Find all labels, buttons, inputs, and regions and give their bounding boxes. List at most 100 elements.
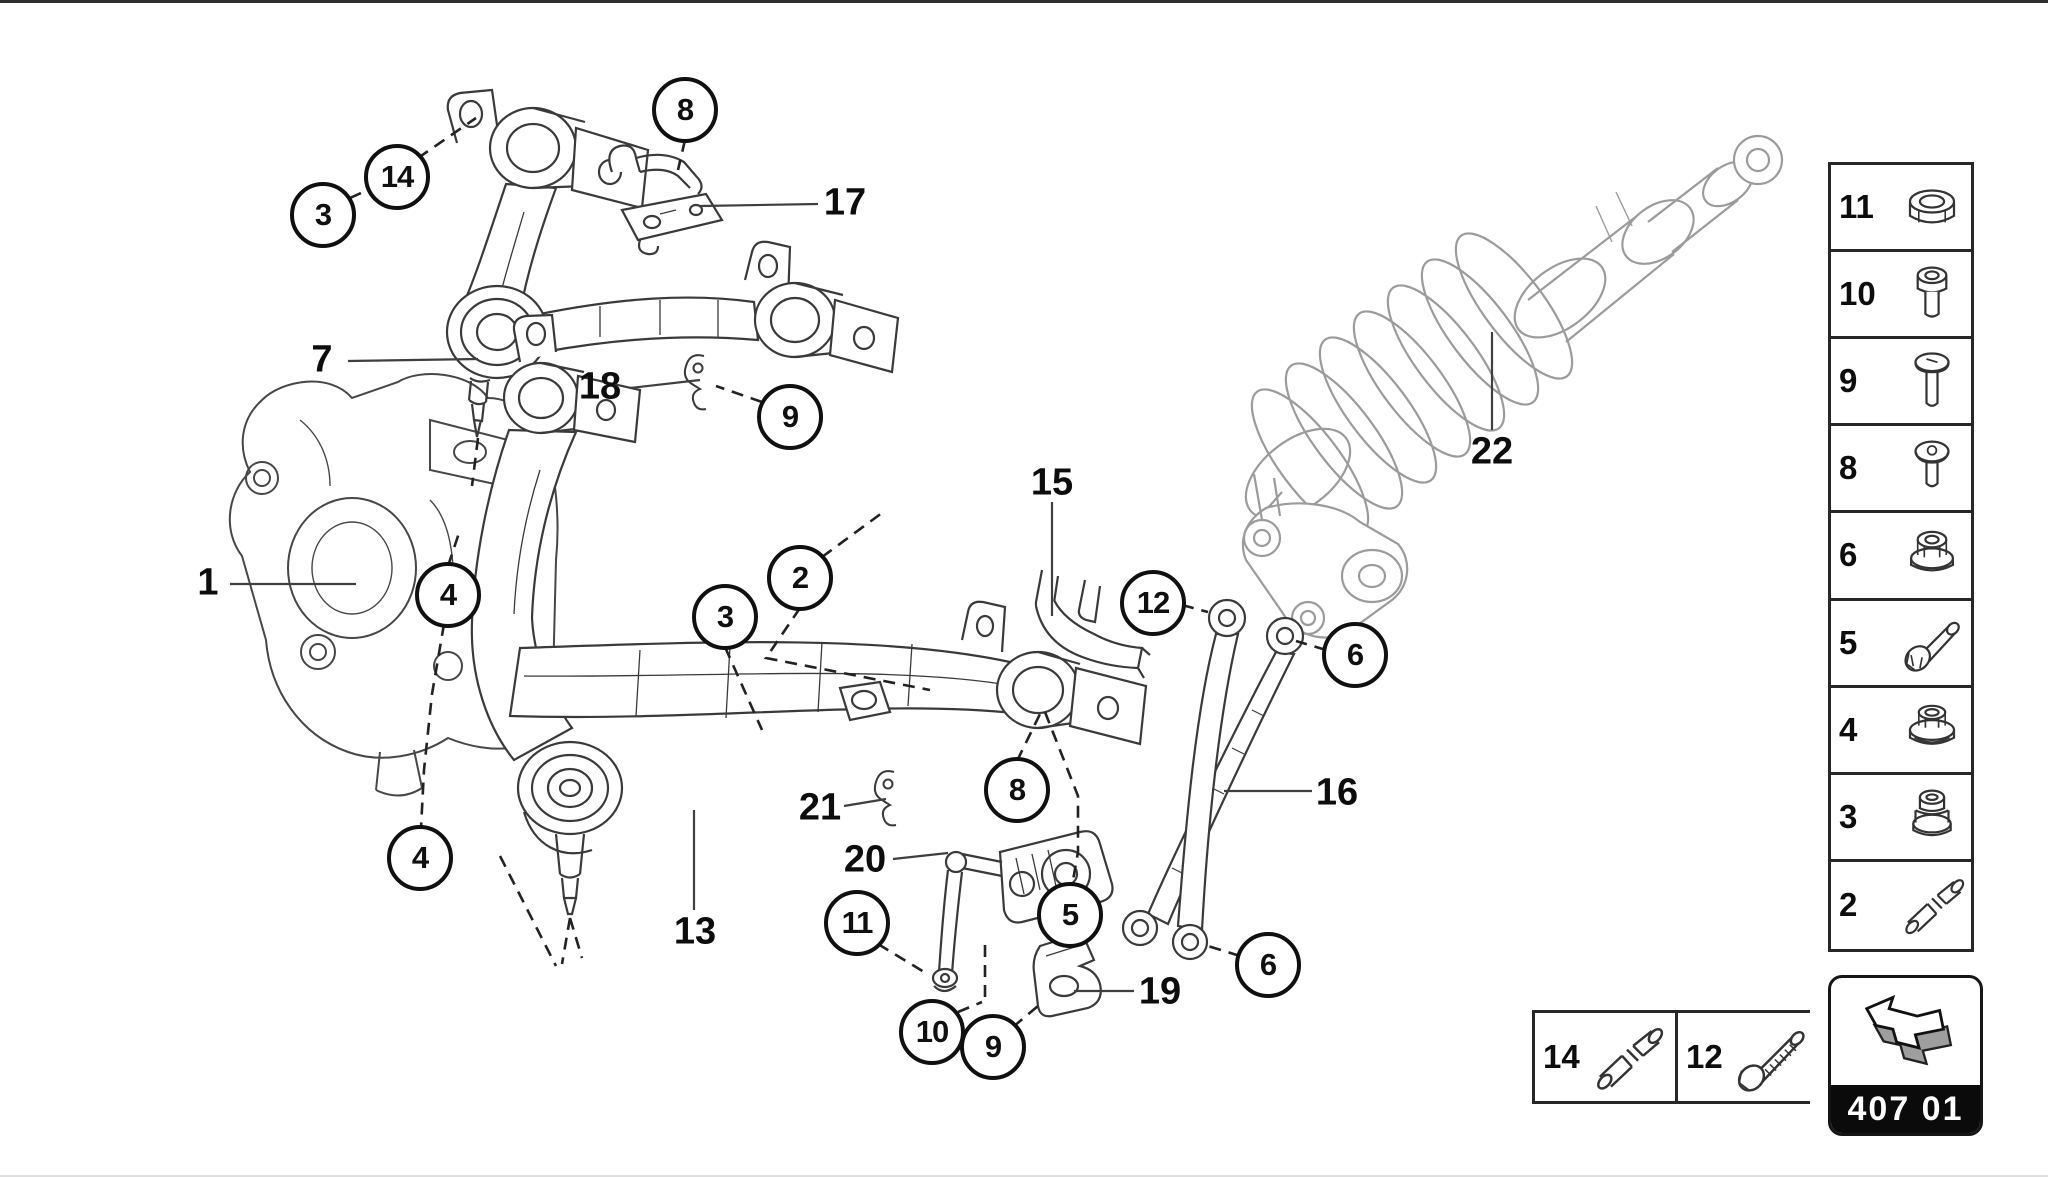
hex-bolt-icon <box>1899 607 1965 679</box>
hardware-part-number: 8 <box>1839 449 1858 487</box>
dashed-connector-lines <box>349 116 1327 1028</box>
hardware-legend-cell[interactable]: 4 <box>1831 687 1971 775</box>
part-number-label[interactable]: 15 <box>1031 462 1073 505</box>
part-number-text: 13 <box>673 910 717 953</box>
part-callout[interactable]: 9 <box>960 1014 1026 1080</box>
part-number-text: 16 <box>1315 771 1359 814</box>
part-number-text: 19 <box>1138 970 1182 1013</box>
button-screw-icon <box>1899 432 1965 504</box>
locknut-tall-icon <box>1899 781 1965 853</box>
hardware-part-number: 2 <box>1839 886 1858 924</box>
hardware-legend-cell[interactable]: 5 <box>1831 600 1971 688</box>
part-number-label[interactable]: 17 <box>824 182 866 225</box>
retainer-clip-21-drawing <box>873 770 897 827</box>
hardware-part-number: 3 <box>1839 797 1858 835</box>
hardware-part-number: 4 <box>1839 710 1858 748</box>
section-badge-arrow-area <box>1831 978 1980 1085</box>
lower-control-arm-drawing <box>470 313 1148 916</box>
part-callout[interactable]: 10 <box>899 999 965 1065</box>
part-callout[interactable]: 4 <box>387 825 453 891</box>
hardware-legend-cell[interactable]: 11 <box>1831 165 1971 253</box>
pan-screw-icon <box>1899 345 1965 417</box>
part-number-label[interactable]: 7 <box>311 339 332 382</box>
part-callout[interactable]: 3 <box>290 182 356 248</box>
locknut-icon <box>1899 171 1965 243</box>
part-callout[interactable]: 6 <box>1235 932 1301 998</box>
stud-icon <box>1585 1020 1669 1094</box>
part-callout[interactable]: 9 <box>757 384 823 450</box>
part-callout-number: 14 <box>380 159 414 194</box>
part-number-text: 1 <box>197 561 219 604</box>
nav-arrow-icon <box>1850 989 1962 1075</box>
part-callout-number: 11 <box>841 905 874 940</box>
part-callout[interactable]: 8 <box>652 77 718 143</box>
hardware-part-number: 9 <box>1839 362 1858 400</box>
part-callout[interactable]: 4 <box>415 562 481 628</box>
hardware-legend-cell[interactable]: 14 <box>1535 1013 1678 1101</box>
section-badge[interactable]: 407 01 <box>1828 975 1983 1136</box>
flange-locknut-icon <box>1899 694 1965 766</box>
hardware-legend-cell[interactable]: 8 <box>1831 426 1971 514</box>
part-callout[interactable]: 14 <box>364 144 430 210</box>
part-callout[interactable]: 3 <box>692 584 758 650</box>
part-callout-number: 2 <box>791 560 809 595</box>
part-number-label[interactable]: 21 <box>799 787 841 830</box>
part-number-text: 17 <box>823 181 867 224</box>
hardware-legend-cell[interactable]: 2 <box>1831 861 1971 949</box>
toe-link-rods-drawing <box>1121 598 1305 961</box>
part-callout-number: 9 <box>984 1029 1002 1064</box>
retainer-clip-18-drawing <box>683 354 707 411</box>
part-number-text: 21 <box>798 786 842 829</box>
part-number-text: 22 <box>1470 430 1514 473</box>
part-callout[interactable]: 6 <box>1322 622 1388 688</box>
part-callout[interactable]: 5 <box>1037 882 1103 948</box>
hardware-legend-cell[interactable]: 9 <box>1831 339 1971 427</box>
part-number-label[interactable]: 16 <box>1316 772 1358 815</box>
part-callout-number: 3 <box>716 599 734 634</box>
hardware-part-number: 6 <box>1839 536 1858 574</box>
part-number-label[interactable]: 20 <box>844 839 886 882</box>
part-callout-number: 12 <box>1136 585 1170 620</box>
harness-clamp-drawing <box>1034 569 1151 679</box>
hardware-legend-bottom-box: 14 12 <box>1532 1010 1818 1104</box>
hardware-legend-cell[interactable]: 10 <box>1831 252 1971 340</box>
part-callout-number: 3 <box>314 197 332 232</box>
hardware-part-number: 12 <box>1686 1038 1723 1075</box>
part-callout-number: 8 <box>676 92 694 127</box>
part-callout[interactable]: 12 <box>1120 570 1186 636</box>
part-callout[interactable]: 8 <box>984 757 1050 823</box>
part-callout[interactable]: 11 <box>824 890 890 956</box>
hardware-part-number: 5 <box>1839 623 1858 661</box>
shock-absorber-spring-drawing <box>1241 134 1784 639</box>
hardware-legend-table: 11 10 9 8 6 5 4 3 2 <box>1828 162 1974 952</box>
part-callout[interactable]: 2 <box>767 545 833 611</box>
flange-nut-icon <box>1899 519 1965 591</box>
part-number-text: 7 <box>311 338 333 381</box>
hardware-part-number: 14 <box>1543 1038 1580 1075</box>
hardware-part-number: 11 <box>1839 188 1874 226</box>
hardware-legend-cell[interactable]: 12 <box>1678 1013 1818 1101</box>
hardware-legend-cell[interactable]: 3 <box>1831 774 1971 862</box>
part-callout-number: 6 <box>1259 947 1277 982</box>
stud-icon <box>1899 869 1965 941</box>
label-leader-lines <box>230 202 1494 993</box>
part-number-label[interactable]: 22 <box>1471 431 1513 474</box>
part-number-text: 18 <box>578 365 622 408</box>
bottom-border-rule <box>0 1175 2048 1177</box>
part-number-label[interactable]: 18 <box>579 366 621 409</box>
long-bolt-icon <box>1728 1020 1812 1094</box>
part-callout-number: 9 <box>781 399 799 434</box>
part-callout-number: 4 <box>439 577 457 612</box>
part-number-label[interactable]: 13 <box>674 911 716 954</box>
wiring-bracket-drawing <box>608 144 724 256</box>
top-border-rule <box>0 0 2048 3</box>
hardware-legend-cell[interactable]: 6 <box>1831 513 1971 601</box>
part-callout-number: 10 <box>915 1014 949 1049</box>
socket-bolt-icon <box>1899 258 1965 330</box>
part-number-label[interactable]: 1 <box>197 562 218 605</box>
part-callout-number: 5 <box>1061 897 1079 932</box>
part-number-text: 20 <box>843 838 887 881</box>
part-number-label[interactable]: 19 <box>1139 971 1181 1014</box>
